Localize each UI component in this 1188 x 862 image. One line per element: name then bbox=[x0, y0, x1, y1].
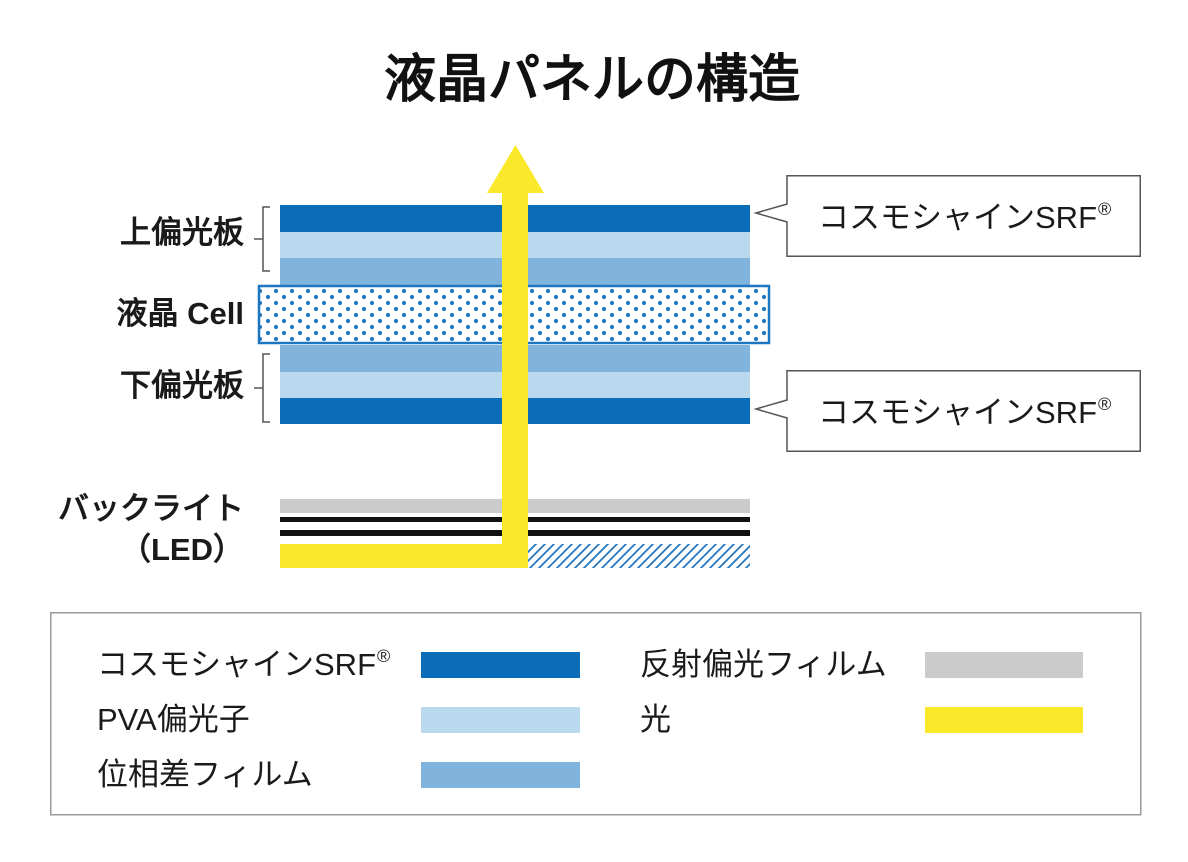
callout-upper-text: コスモシャインSRF® bbox=[818, 198, 1111, 242]
upper-polarizer-bracket bbox=[254, 206, 270, 272]
registered-mark: ® bbox=[377, 646, 391, 667]
legend-label-srf-text: コスモシャインSRF bbox=[97, 647, 376, 682]
upper-polarizer-label: 上偏光板 bbox=[120, 215, 244, 250]
legend-swatch-srf bbox=[421, 652, 580, 678]
legend-label-retarder: 位相差フィルム bbox=[97, 757, 313, 792]
legend-label-pva: PVA偏光子 bbox=[97, 702, 250, 737]
lc-cell-label: 液晶 Cell bbox=[116, 296, 244, 331]
registered-mark: ® bbox=[1098, 199, 1112, 220]
callout-box-lower bbox=[753, 370, 1141, 452]
callout-lower-label: コスモシャインSRF bbox=[818, 395, 1097, 430]
page-title: 液晶パネルの構造 bbox=[383, 51, 800, 109]
backlight-sub-label: （LED） bbox=[120, 532, 244, 567]
lower-polarizer-bracket bbox=[254, 353, 270, 423]
legend-label-light: 光 bbox=[640, 702, 671, 737]
legend-swatch-reflective-film bbox=[925, 652, 1083, 678]
legend-swatch-pva bbox=[421, 707, 580, 733]
callout-box-upper bbox=[753, 175, 1141, 257]
light-path-arrow bbox=[280, 145, 544, 568]
registered-mark: ® bbox=[1098, 394, 1112, 415]
legend-box bbox=[50, 612, 1142, 816]
backlight-label: バックライト bbox=[58, 491, 244, 526]
legend-swatch-light bbox=[925, 707, 1083, 733]
callout-lower-text: コスモシャインSRF® bbox=[818, 393, 1111, 437]
light-guide-hatch bbox=[528, 544, 750, 568]
legend-label-reflective-film: 反射偏光フィルム bbox=[640, 647, 887, 682]
callout-upper-label: コスモシャインSRF bbox=[818, 200, 1097, 235]
legend-label-srf: コスモシャインSRF® bbox=[97, 645, 390, 689]
legend-swatch-retarder bbox=[421, 762, 580, 788]
lower-polarizer-label: 下偏光板 bbox=[120, 368, 244, 403]
